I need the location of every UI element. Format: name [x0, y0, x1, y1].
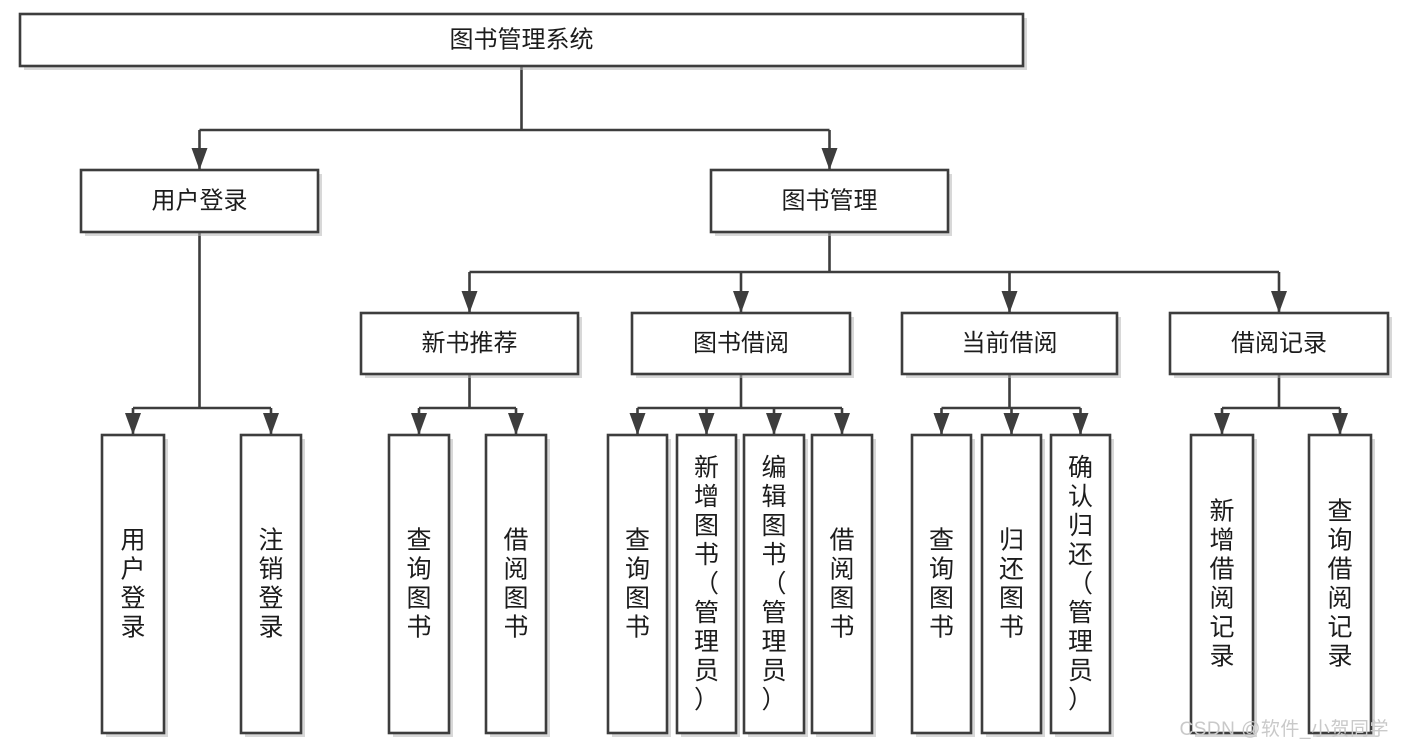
node-leaf-add-book[interactable] — [675, 433, 738, 735]
arrow-head — [191, 148, 208, 170]
arrow-head — [263, 413, 279, 435]
arrow-head — [1001, 291, 1018, 313]
arrow-head — [1214, 413, 1230, 435]
node-leaf-query-book-1[interactable] — [387, 433, 451, 735]
arrow-head — [461, 291, 478, 313]
node-leaf-query-record[interactable] — [1307, 433, 1373, 735]
node-leaf-query-book-1-label: 查询图书 — [406, 527, 431, 642]
arrow-head — [411, 413, 427, 435]
node-leaf-borrow-book-2-label: 借阅图书 — [829, 527, 854, 642]
arrow-head — [821, 148, 838, 170]
arrow-head — [1332, 413, 1348, 435]
arrow-head — [1003, 413, 1020, 435]
node-leaf-confirm-return[interactable] — [1049, 433, 1112, 735]
node-current-borrow-label: 当前借阅 — [962, 330, 1058, 357]
node-leaf-query-book-2-label: 查询图书 — [625, 527, 650, 642]
node-borrow-record[interactable] — [1168, 311, 1390, 376]
arrow-head — [508, 413, 524, 435]
node-leaf-query-record-label: 查询借阅记录 — [1327, 498, 1352, 671]
node-book-manage-label: 图书管理 — [782, 187, 878, 214]
node-leaf-add-book-label: 新增图书（管理员） — [694, 454, 719, 714]
arrow-head — [766, 413, 782, 435]
node-leaf-edit-book[interactable] — [742, 433, 806, 735]
node-leaf-edit-book-label: 编辑图书（管理员） — [761, 454, 786, 714]
node-user-login-label: 用户登录 — [152, 187, 248, 214]
node-leaf-add-record[interactable] — [1189, 433, 1255, 735]
arrow-head — [933, 413, 950, 435]
node-leaf-user-login-label: 用户登录 — [120, 527, 145, 642]
node-leaf-borrow-book-2[interactable] — [810, 433, 874, 735]
arrow-head — [834, 413, 850, 435]
node-leaf-query-book-3[interactable] — [910, 433, 973, 735]
node-leaf-return-book-label: 归还图书 — [999, 527, 1024, 642]
node-root-label: 图书管理系统 — [450, 26, 594, 53]
node-book-borrow[interactable] — [630, 311, 852, 376]
node-borrow-record-label: 借阅记录 — [1231, 330, 1327, 357]
arrow-head — [1271, 291, 1287, 313]
arrow-head — [629, 413, 646, 435]
arrow-head — [698, 413, 715, 435]
node-leaf-add-record-label: 新增借阅记录 — [1209, 498, 1234, 671]
node-leaf-confirm-return-label: 确认归还（管理员） — [1068, 454, 1093, 714]
arrow-head — [1072, 413, 1089, 435]
arrow-head — [733, 291, 749, 313]
connector-layer — [125, 66, 1348, 435]
csdn-watermark: CSDN @软件_小贺同学 — [1179, 719, 1389, 740]
node-leaf-return-book[interactable] — [980, 433, 1043, 735]
node-book-manage[interactable] — [709, 168, 950, 234]
node-leaf-query-book-2[interactable] — [606, 433, 669, 735]
node-leaf-logout[interactable] — [239, 433, 303, 735]
node-leaf-logout-label: 注销登录 — [258, 527, 283, 642]
node-current-borrow[interactable] — [900, 311, 1119, 376]
node-leaf-borrow-book-1[interactable] — [484, 433, 548, 735]
node-leaf-query-book-3-label: 查询图书 — [929, 527, 954, 642]
node-root[interactable] — [18, 12, 1025, 68]
node-user-login[interactable] — [79, 168, 320, 234]
node-book-borrow-label: 图书借阅 — [693, 330, 789, 357]
node-leaf-borrow-book-1-label: 借阅图书 — [503, 527, 528, 642]
node-new-book-recommend[interactable] — [359, 311, 580, 376]
node-leaf-user-login[interactable] — [100, 433, 166, 735]
node-layer: 图书管理系统用户登录图书管理新书推荐图书借阅当前借阅借阅记录用户登录注销登录查询… — [18, 12, 1392, 737]
node-new-book-recommend-label: 新书推荐 — [422, 330, 518, 357]
arrow-head — [125, 413, 141, 435]
